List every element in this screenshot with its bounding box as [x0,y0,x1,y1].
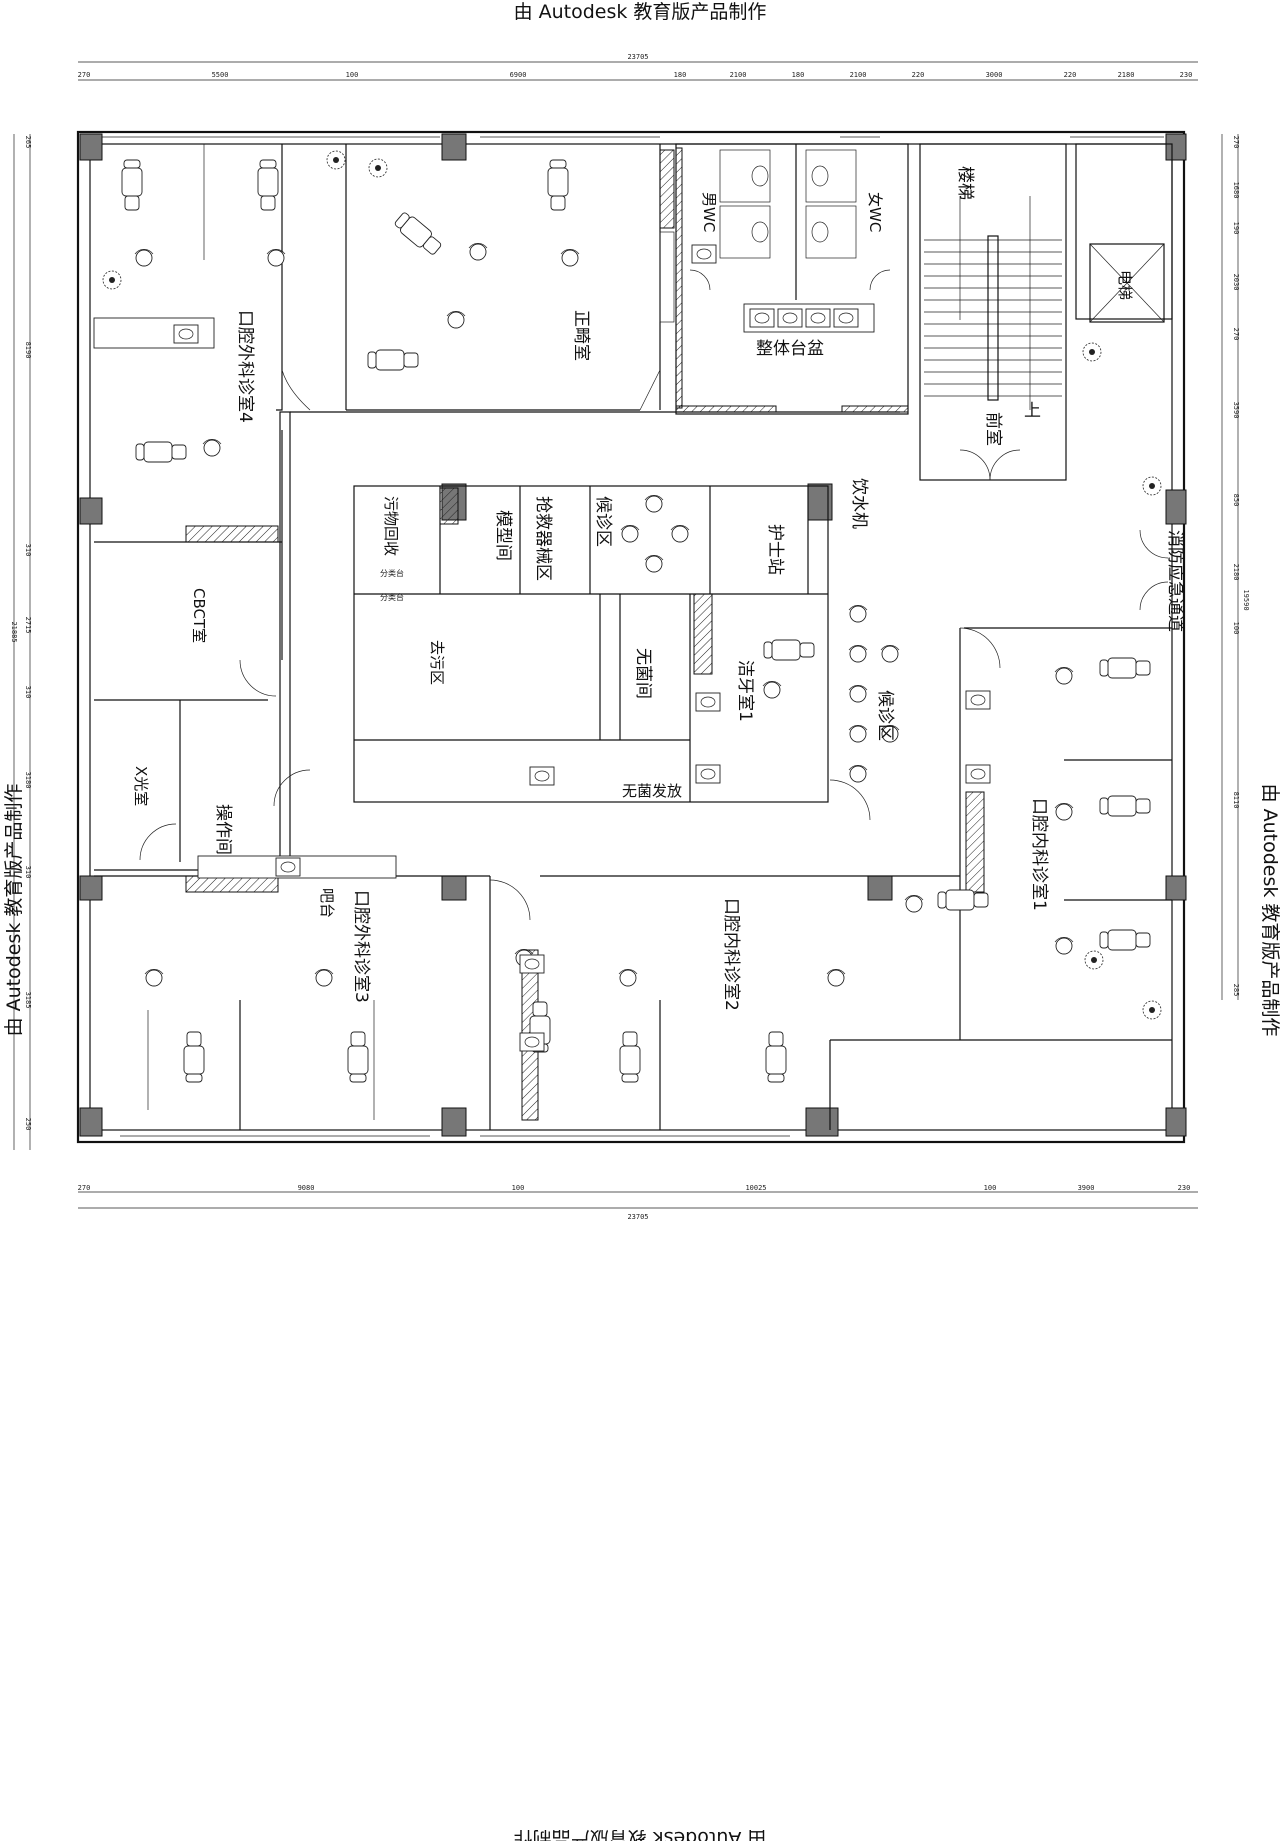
dim-left-7: 3185 [24,992,32,1009]
label-male-wc: 男WC [700,192,718,232]
label-stairs: 楼梯 [955,166,975,200]
dim-right-total: 19590 [1242,589,1250,610]
dim-right-2: 190 [1232,222,1240,235]
label-anteroom: 前室 [983,412,1003,446]
dim-bottom-1: 9080 [298,1184,315,1192]
dim-left-0: 265 [24,136,32,149]
label-oral-medicine-1: 口腔内科诊室1 [1029,798,1049,911]
dim-top-6: 180 [792,71,805,79]
dim-top-segments: 270 5500 100 6900 180 2100 180 2100 220 … [78,71,1193,79]
dim-top-4: 180 [674,71,687,79]
dim-right-3: 2030 [1232,274,1240,291]
label-sterile-dispense: 无菌发放 [622,782,682,800]
dim-top-0: 270 [78,71,91,79]
label-water-dispenser: 饮水机 [849,478,869,529]
dim-bottom-segments: 270 9080 100 10025 100 3900 230 [78,1184,1191,1192]
dim-top-12: 230 [1180,71,1193,79]
dim-bottom-2: 100 [512,1184,525,1192]
dim-bottom-3: 10025 [745,1184,766,1192]
label-operation: 操作间 [213,804,233,855]
room-labels: 口腔外科诊室4 正畸室 男WC 女WC 整体台盆 楼梯 电梯 前室 上 污物回收… [132,166,1185,1011]
dim-left-8: 250 [24,1118,32,1131]
dim-right-8: 100 [1232,622,1240,635]
label-washbasin: 整体台盆 [756,339,824,359]
dim-right-4: 270 [1232,328,1240,341]
dim-bottom-total: 23705 [627,1213,648,1221]
dimension-top: 23705 [78,53,1198,81]
dim-top-3: 6900 [510,71,527,79]
dim-left-6: 310 [24,866,32,879]
label-orthodontics: 正畸室 [571,310,591,361]
dim-right-6: 850 [1232,494,1240,507]
waiting-seats [620,494,900,783]
dim-bottom-5: 3900 [1078,1184,1095,1192]
dim-right-7: 2180 [1232,564,1240,581]
dim-bottom-4: 100 [984,1184,997,1192]
dim-top-5: 2100 [730,71,747,79]
label-elevator: 电梯 [1116,270,1134,300]
label-decontamination: 去污区 [428,640,446,685]
dim-bottom-0: 270 [78,1184,91,1192]
dim-left-5: 3180 [24,772,32,789]
label-up: 上 [1024,401,1041,421]
dim-right-9: 8110 [1232,792,1240,809]
label-sorting-table-2: 分类台 [380,592,404,602]
stairs-treads [924,196,1062,410]
label-fire-exit: 消防应急通道 [1165,530,1185,632]
label-dirty-recycle: 污物回收 [382,496,400,556]
label-cbct: CBCT室 [190,588,208,643]
dim-left-3: 2715 [24,617,32,634]
label-reception: 吧台 [318,888,336,918]
label-cleaning-room-1: 洁牙室1 [735,660,755,722]
dim-left-1: 8190 [24,342,32,359]
watermark-bottom: 由 Autodesk 教育版产品制作 [514,1827,767,1841]
label-model-room: 模型间 [493,510,513,561]
dimension-bottom: 23705 [78,1191,1198,1221]
dim-top-1: 5500 [212,71,229,79]
dim-top-9: 3000 [986,71,1003,79]
dim-top-total: 23705 [627,53,648,61]
label-oral-medicine-2: 口腔内科诊室2 [721,898,741,1011]
dimension-left: 21885 [10,134,31,1150]
sinks [93,244,991,1052]
dim-top-7: 2100 [850,71,867,79]
dim-right-1: 1680 [1232,182,1240,199]
dimension-right: 19590 [1221,134,1250,1000]
watermark-top: 由 Autodesk 教育版产品制作 [514,1,767,23]
wc-stalls [689,149,891,291]
label-xray: X光室 [132,766,150,806]
dim-top-8: 220 [912,71,925,79]
dim-right-5: 3590 [1232,402,1240,419]
dim-left-segments: 265 8190 310 2715 310 3180 310 3185 250 [24,136,32,1131]
label-emergency-equipment: 抢救器械区 [533,496,553,581]
dim-left-2: 310 [24,544,32,557]
dim-left-4: 310 [24,686,32,699]
dim-left-total: 21885 [10,621,18,642]
label-waiting-2: 候诊区 [875,690,895,741]
dental-chairs [121,159,1151,1083]
label-sterile-room: 无菌间 [633,648,653,699]
dim-top-10: 220 [1064,71,1077,79]
dim-right-0: 270 [1232,136,1240,149]
watermark-right: 由 Autodesk 教育版产品制作 [1259,784,1280,1037]
label-sorting-table-1: 分类台 [380,568,404,578]
outer-walls [76,130,1186,1144]
columns [79,133,1187,1137]
label-oral-surgery-4: 口腔外科诊室4 [235,310,255,423]
dim-top-2: 100 [346,71,359,79]
label-nurse-station: 护士站 [765,524,785,575]
interior-walls [94,143,1173,1130]
dim-bottom-6: 230 [1178,1184,1191,1192]
dim-right-10: 285 [1232,984,1240,997]
dim-right-segments: 270 1680 190 2030 270 3590 850 2180 100 … [1232,136,1240,997]
label-oral-surgery-3: 口腔外科诊室3 [351,890,371,1003]
label-waiting-1: 候诊区 [593,496,613,547]
dim-top-11: 2180 [1118,71,1135,79]
label-female-wc: 女WC [866,192,884,232]
